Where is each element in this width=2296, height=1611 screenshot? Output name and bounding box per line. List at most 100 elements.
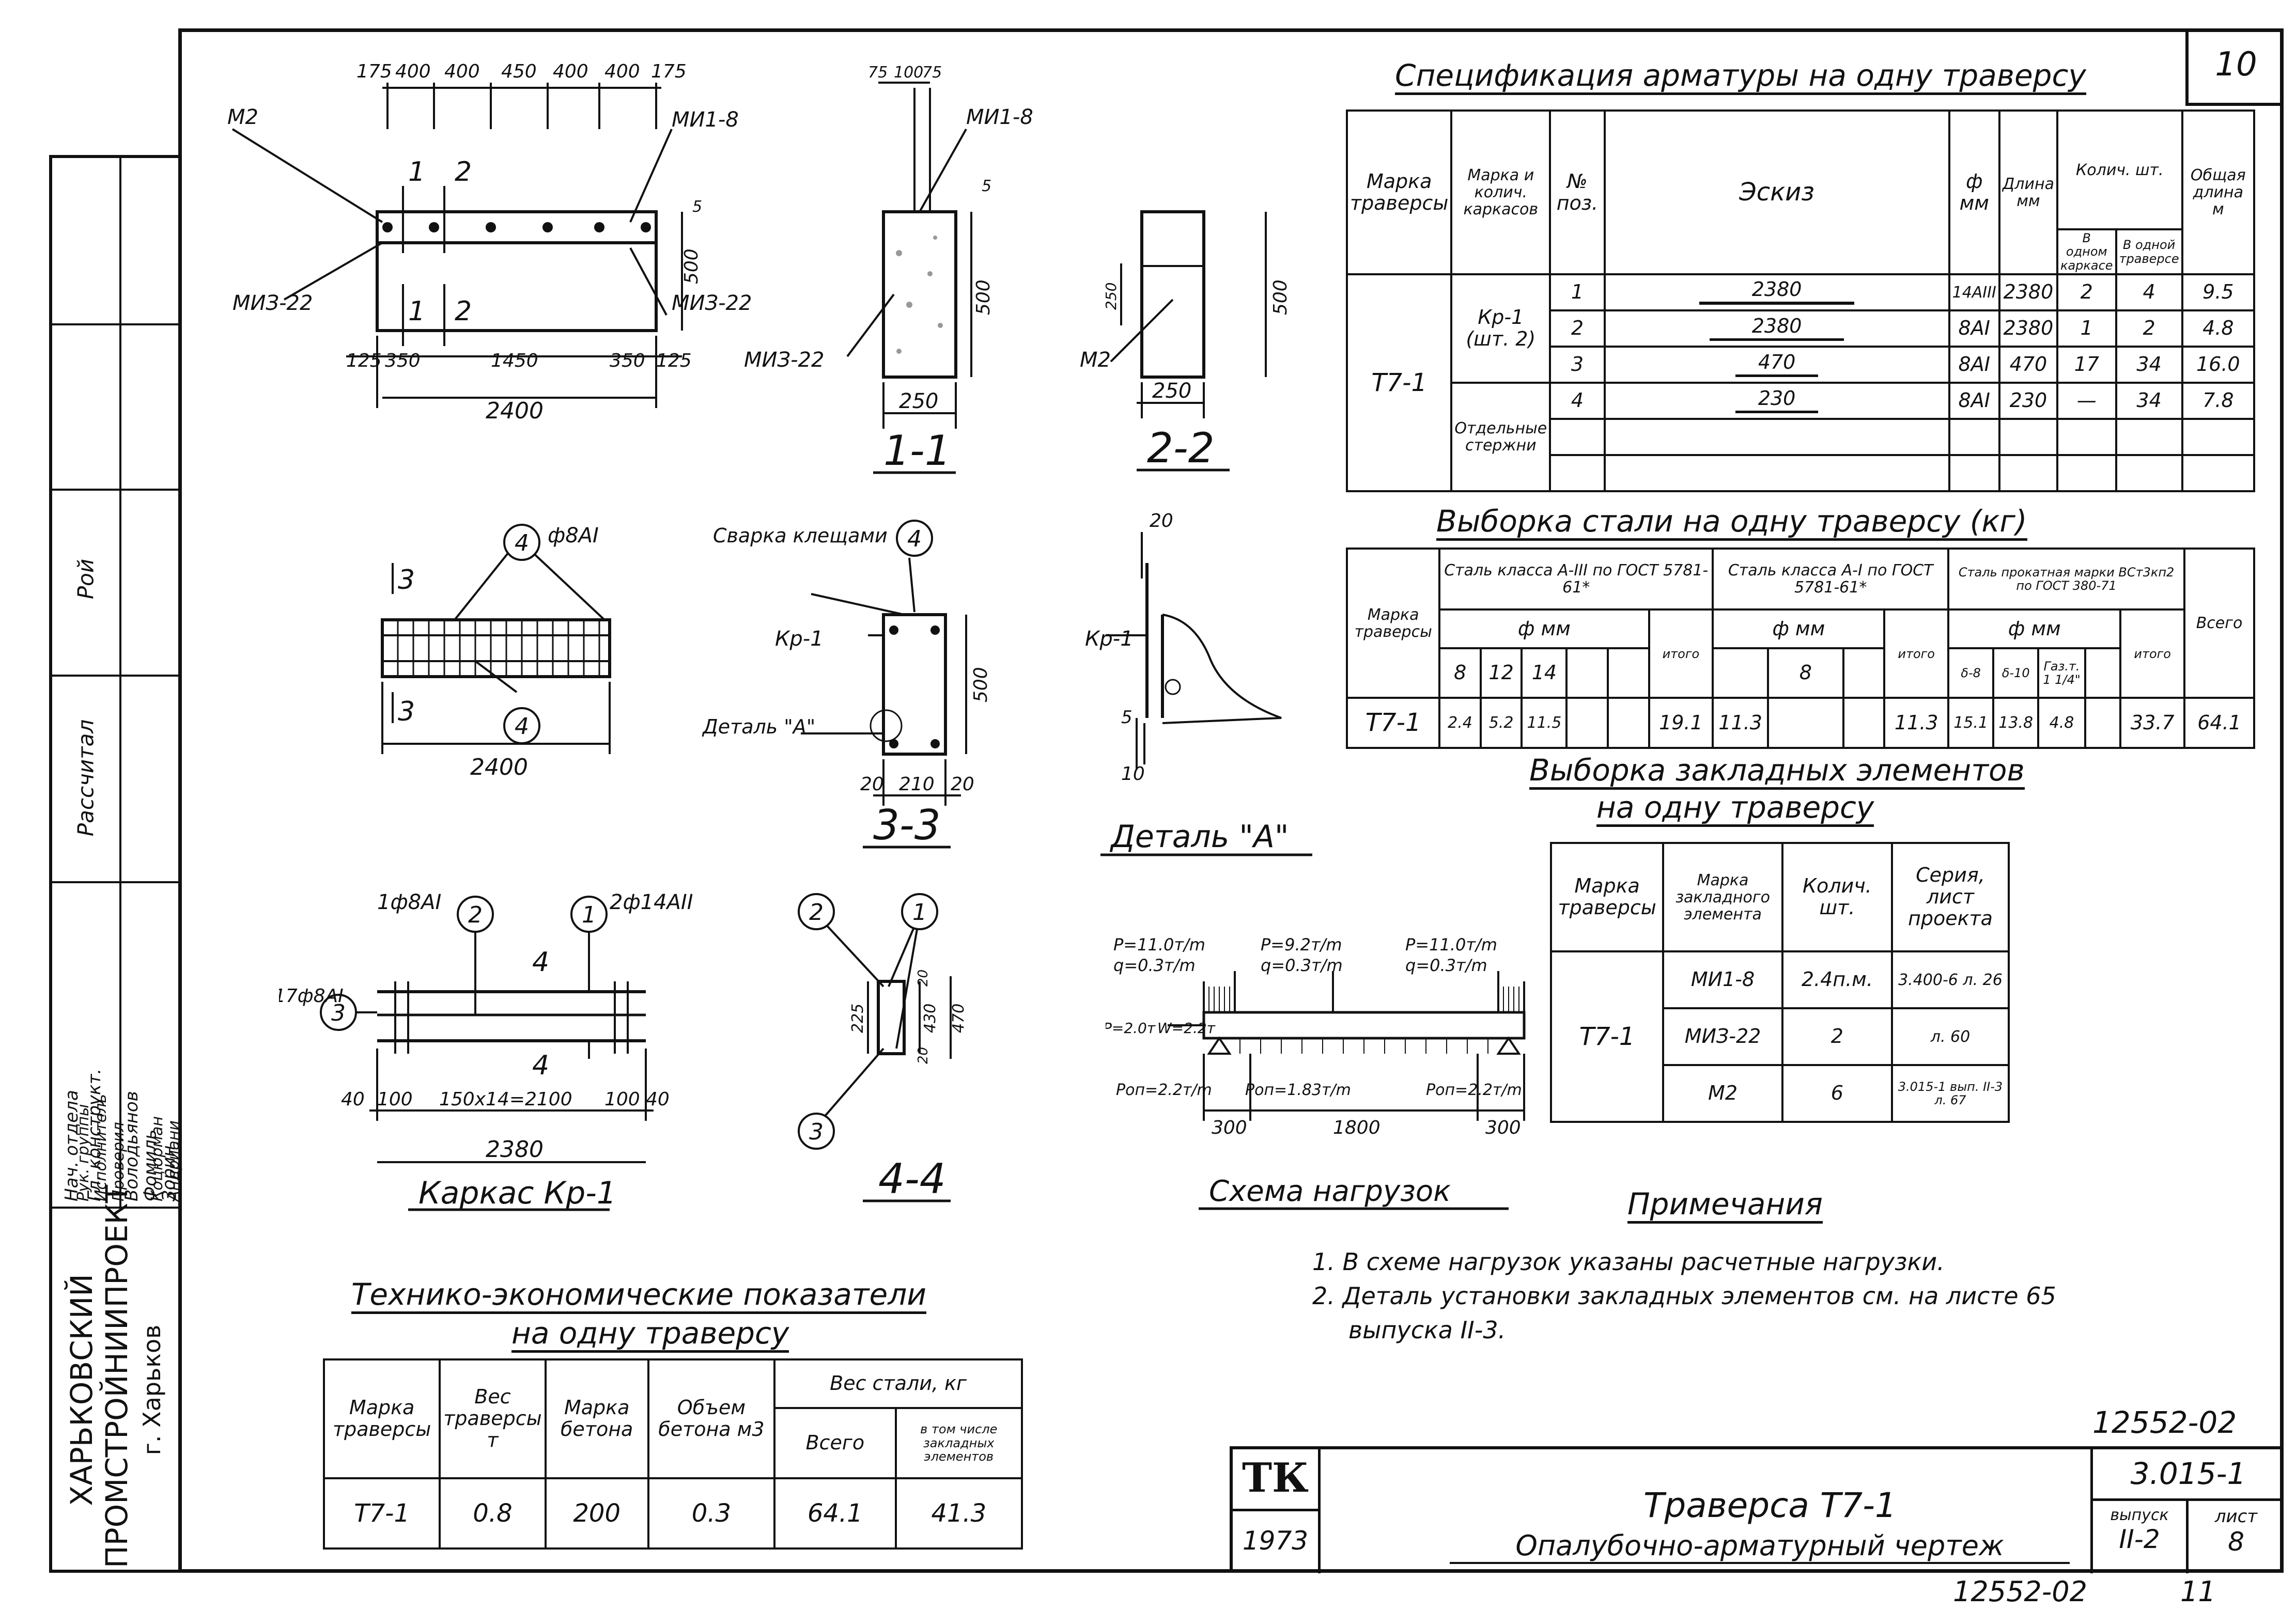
dim: 10 (1121, 763, 1145, 785)
spec-len: 470 (1998, 346, 2058, 384)
label-mi1-8: МИ1-8 (672, 108, 739, 132)
side-roles-2: Рук. группы Исполнитель Проверил (74, 891, 128, 1201)
spec-total: 16.0 (2181, 346, 2256, 384)
spec-header: Марка траверсы (1345, 109, 1453, 276)
section-2-2: 500 250 М2 250 2-2 (1080, 210, 1291, 472)
dim: 5 (1121, 707, 1133, 728)
tep-val: 64.1 (773, 1477, 897, 1550)
label-welding: Сварка клещами (713, 524, 888, 547)
side-names-2: Коцюрман Андриани (148, 891, 183, 1201)
steel-val: 5.2 (1479, 697, 1523, 749)
steel-val: 64.1 (2183, 697, 2255, 749)
embed-header: Колич. шт. (1781, 842, 1893, 952)
dim-top: 175 (651, 61, 687, 82)
load-label: q=0.3т/m (1405, 956, 1487, 975)
side-org: ХАРЬКОВСКИЙ ПРОМСТРОЙНИИПРОЕКТ г. Харько… (52, 1185, 181, 1568)
spec-table: Марка траверсы Марка и колич. каркасов №… (1345, 109, 2256, 493)
pos-marker: 1 (912, 899, 927, 926)
dim-top: 400 (444, 61, 480, 82)
steel-col: δ-8 (1947, 647, 1995, 699)
spec-q1: — (2056, 382, 2117, 420)
spec-len: 2380 (1998, 273, 2058, 312)
embed-el: МИЗ-22 (1662, 1007, 1783, 1066)
side-sig-label-0: Рассчитал (73, 719, 99, 837)
dim: 150х14=2100 (439, 1089, 572, 1110)
load-label: P=11.0т/m (1405, 935, 1497, 955)
tep-header: Марка траверсы (322, 1358, 441, 1480)
dim-bottom: 350 (385, 350, 421, 371)
dim-top: 450 (501, 61, 537, 82)
notes-body: 1. В схеме нагрузок указаны расчетные на… (1312, 1245, 2056, 1347)
label-m2: М2 (1080, 348, 1111, 372)
embed-ref: 3.400-6 л. 26 (1890, 950, 2010, 1009)
label-mi1-8: МИ1-8 (966, 105, 1033, 129)
section-title: 3-3 (873, 801, 941, 849)
spec-pos: 4 (1549, 382, 1606, 420)
dim: 75 (922, 64, 942, 82)
steel-header-prof: Сталь прокатная марки ВСт3кп2 по ГОСТ 38… (1947, 548, 2186, 611)
spec-sketch: 2380 (1603, 273, 1950, 312)
pos-marker: 4 (515, 713, 529, 740)
spec-d: 8АI (1948, 309, 2000, 348)
tep-header: в том числе закладных элементов (894, 1407, 1023, 1480)
steel-col: 8 (1766, 647, 1844, 699)
series: 3.015-1 (2130, 1456, 2246, 1491)
detail-title: Деталь "А" (1109, 819, 1289, 855)
plan-view: 4 4 ф8АI 3 3 2400 (381, 524, 611, 780)
section-1-1: 75 100 75 МИ1-8 МИЗ-22 5 500 250 1-1 (744, 64, 1033, 475)
load-label: q=0.3т/m (1113, 956, 1196, 975)
dim-top: 400 (553, 61, 588, 82)
spec-mark: Т7-1 (1345, 273, 1453, 493)
load-label: P=11.0т/m (1113, 935, 1205, 955)
dim: 20 (916, 1047, 931, 1064)
section-3-3: 4 Сварка клещами Кр-1 Деталь "А" 500 20 … (702, 520, 991, 849)
steel-mark: Т7-1 (1345, 697, 1441, 749)
dim: 100 (894, 64, 923, 82)
spec-q2: 34 (2115, 346, 2183, 384)
spec-q2: 4 (2115, 273, 2183, 312)
sheet: 8 (2228, 1527, 2244, 1557)
tep-header: Объем бетона м3 (647, 1358, 776, 1480)
side-name: Коцюрман (148, 1116, 166, 1201)
note-line: 2. Деталь установки закладных элементов … (1312, 1282, 2056, 1310)
steel-val: 11.3 (1712, 697, 1769, 749)
dim-width: 250 (899, 389, 938, 413)
label-kr1: Кр-1 (775, 627, 824, 651)
dim: 100 (377, 1089, 413, 1110)
tep-val: 41.3 (894, 1477, 1023, 1550)
support-label: Pоп=2.2т/m (1116, 1081, 1212, 1099)
steel-title: Выборка стали на одну траверсу (кг) (1436, 505, 2027, 541)
spec-header: Длина мм (1998, 109, 2058, 276)
cut-label: 1 (408, 296, 425, 327)
spec-sketch: 470 (1603, 346, 1950, 384)
dim: 20 (1150, 511, 1173, 531)
logo-box: ТК (1233, 1449, 1321, 1511)
tep-val: 200 (544, 1477, 649, 1550)
embed-qty: 2 (1781, 1007, 1893, 1066)
dim: 470 (950, 1004, 968, 1033)
dim: 1800 (1333, 1117, 1380, 1138)
sheet-number-box: 10 (2185, 28, 2284, 106)
year: 1973 (1242, 1526, 1309, 1556)
steel-col: 14 (1521, 647, 1568, 699)
side-row-line-1 (52, 323, 181, 325)
pos-marker: 2 (809, 899, 824, 926)
steel-fmm: ф мм (1712, 608, 1886, 649)
steel-header-mark: Марка траверсы (1345, 547, 1441, 699)
pos-marker: 2 (468, 902, 483, 928)
load-title: Схема нагрузок (1209, 1175, 1451, 1208)
embed-ref: л. 60 (1890, 1007, 2010, 1066)
pos-marker: 3 (809, 1119, 824, 1145)
embed-el: МИ1-8 (1662, 950, 1783, 1009)
spec-q1: 17 (2056, 346, 2117, 384)
embed-title-2: на одну траверсу (1596, 791, 1874, 827)
issue-box: выпуск II-2 (2090, 1501, 2189, 1573)
embed-mark: Т7-1 (1549, 950, 1665, 1123)
steel-itogo: итого (1648, 608, 1714, 699)
steel-val: 13.8 (1992, 697, 2040, 749)
doc-subtitle: Опалубочно-арматурный чертеж (1450, 1529, 2070, 1564)
dim: 210 (899, 774, 935, 795)
label-miz-22-right: МИЗ-22 (672, 291, 752, 315)
tep-header: Вес траверсы т (439, 1358, 547, 1480)
side-block: Рой Рассчитал Нач. отдела Гл. конструкт.… (49, 155, 183, 1573)
